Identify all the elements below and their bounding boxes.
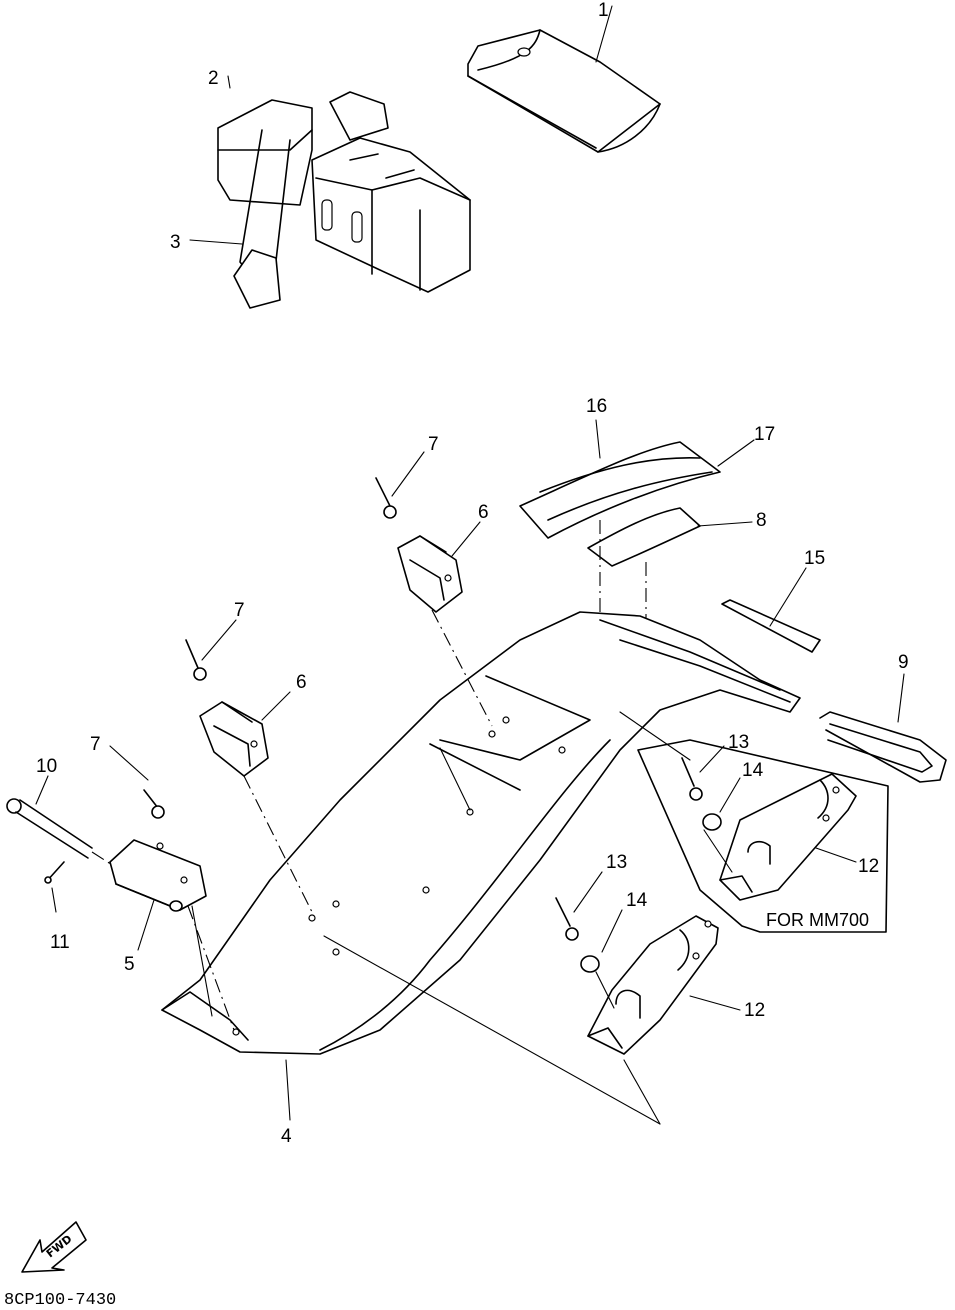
callout-13b: 13 (606, 852, 627, 873)
part-13-rivet-lower (555, 871, 603, 941)
callout-12a: 12 (858, 856, 879, 877)
callout-5: 5 (124, 954, 135, 975)
callout-14a: 14 (742, 760, 764, 781)
callout-7b: 7 (234, 600, 245, 621)
callout-11: 11 (50, 932, 70, 953)
part-4-fender (161, 611, 801, 1121)
fwd-arrow-icon: FWD (21, 1221, 87, 1273)
part-6-bracket-upper (397, 521, 481, 613)
callout-15: 15 (804, 548, 825, 569)
part-1-tool-pouch (467, 5, 661, 153)
part-14-nut-upper (702, 777, 741, 831)
callout-14b: 14 (626, 890, 648, 911)
callout-9: 9 (898, 652, 909, 673)
part-15-bar (721, 567, 821, 653)
part-8-label (587, 507, 753, 567)
part-7-rivet-middle (185, 619, 237, 681)
callout-1: 1 (598, 0, 609, 21)
part-12-clip-lower (587, 915, 741, 1055)
callout-3: 3 (170, 232, 181, 253)
callout-17: 17 (754, 424, 775, 445)
callout-7a: 7 (428, 434, 439, 455)
mm700-note: FOR MM700 (766, 910, 869, 930)
part-10-bolt (6, 775, 93, 859)
callout-16: 16 (586, 396, 607, 417)
part-6-bracket-middle (199, 691, 291, 777)
callout-10: 10 (36, 756, 57, 777)
part-2-bag (217, 75, 471, 293)
callout-12b: 12 (744, 1000, 765, 1021)
part-7-rivet-lower (109, 745, 165, 819)
part-7-rivet-upper (375, 451, 425, 519)
callout-6b: 6 (296, 672, 307, 693)
part-14-nut-lower (580, 909, 623, 973)
part-11-cotter-pin (44, 861, 65, 913)
part-13-rivet-upper (681, 745, 725, 801)
part-3-strap (189, 129, 291, 309)
part-5-hinge-plate (109, 839, 207, 951)
callout-13a: 13 (728, 732, 749, 753)
callout-8: 8 (756, 510, 767, 531)
callout-4: 4 (281, 1126, 292, 1147)
part-9-handle (819, 673, 947, 783)
part-12-clip-upper (719, 773, 857, 901)
part-16-17-label-decal (519, 419, 755, 539)
callout-7c: 7 (90, 734, 101, 755)
diagram-code: 8CP100-7430 (4, 1291, 116, 1310)
callout-2: 2 (208, 68, 219, 89)
callout-6a: 6 (478, 502, 489, 523)
